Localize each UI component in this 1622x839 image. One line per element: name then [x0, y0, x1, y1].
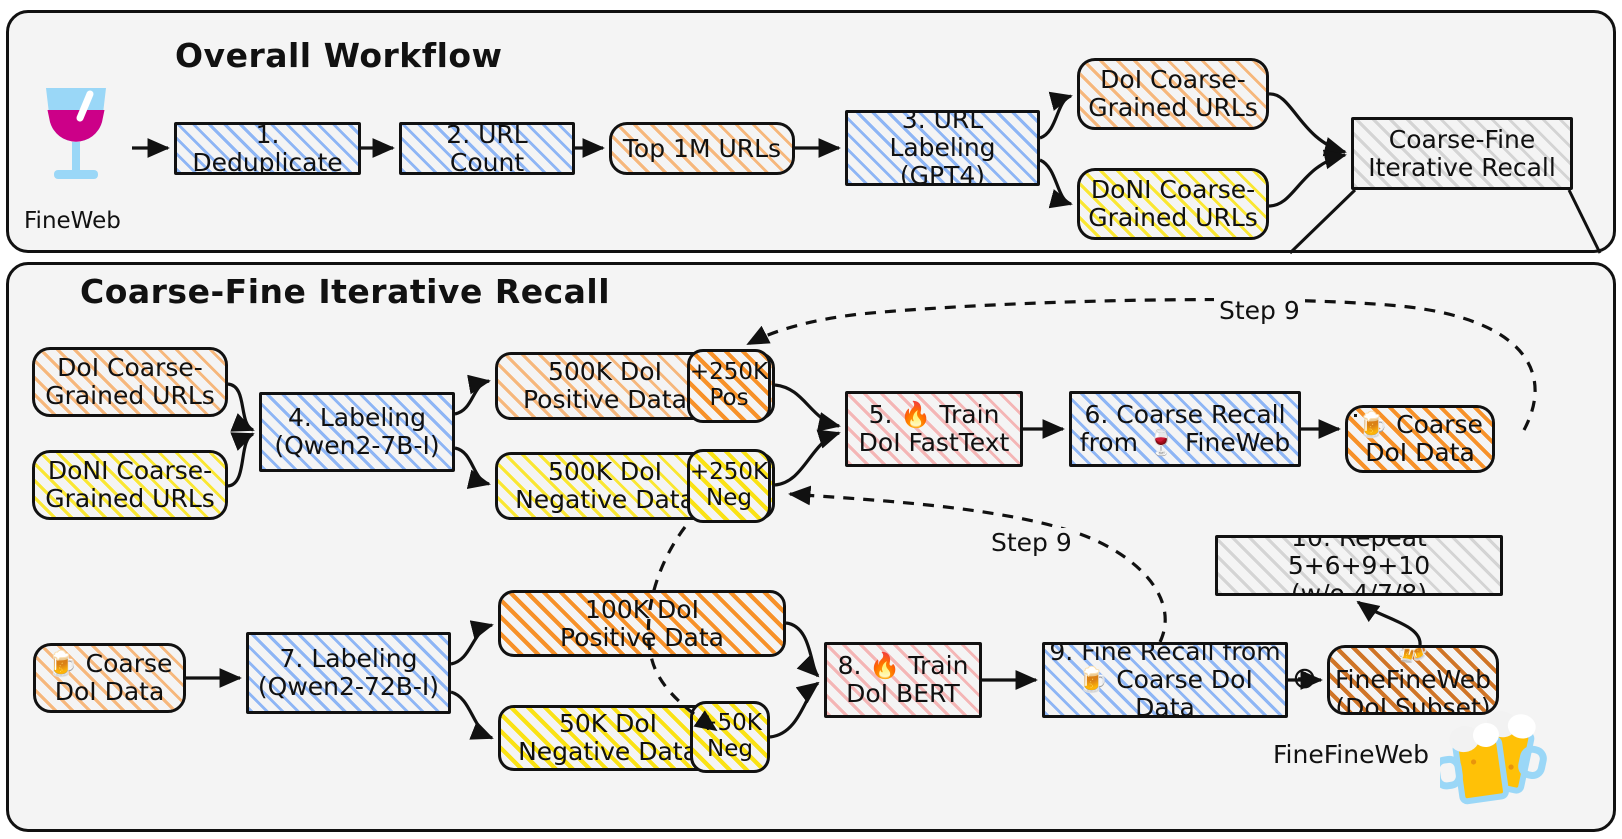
node-250k-pos[interactable]: +250K Pos [687, 349, 771, 423]
finefineweb-output-label: FineFineWeb [1273, 740, 1429, 769]
node-label: 6. Coarse Recall from 🍷 FineWeb [1079, 400, 1291, 457]
node-label: Top 1M URLs [622, 133, 782, 163]
node-label: DoI Coarse- Grained URLs [1088, 65, 1258, 122]
node-doi-coarse-urls-2[interactable]: DoI Coarse- Grained URLs [32, 347, 228, 417]
node-doi-coarse-urls[interactable]: DoI Coarse- Grained URLs [1077, 58, 1269, 130]
wine-glass-icon [34, 80, 118, 194]
node-label: 7. Labeling (Qwen2-72B-I) [257, 644, 440, 701]
node-label: 🍺 Coarse DoI Data [1357, 410, 1483, 467]
node-labeling-4[interactable]: 4. Labeling (Qwen2-7B-I) [259, 392, 455, 472]
node-labeling-7[interactable]: 7. Labeling (Qwen2-72B-I) [246, 632, 451, 714]
node-label: 50K DoI Negative Data [518, 709, 698, 766]
node-label: 10. Repeat 5+6+9+10 (w/o 4/7/8) [1287, 535, 1431, 596]
node-label: 9. Fine Recall from 🍺 Coarse DoI Data [1049, 642, 1281, 718]
node-50k-neg-add[interactable]: +50K Neg [690, 701, 770, 773]
node-label: 🍺 Coarse DoI Data [46, 649, 173, 706]
node-label: 2. URL Count [446, 122, 528, 175]
node-top-1m-urls[interactable]: Top 1M URLs [609, 122, 795, 175]
node-train-doi-fasttext[interactable]: 5. 🔥 Train DoI FastText [845, 391, 1023, 467]
node-250k-neg[interactable]: +250K Neg [687, 449, 771, 523]
node-100k-positive-data[interactable]: 100K DoI Positive Data [498, 590, 786, 657]
node-url-labeling[interactable]: 3. URL Labeling (GPT4) [845, 110, 1040, 186]
node-label: 5. 🔥 Train DoI FastText [858, 400, 1010, 457]
step-9-label-top: Step 9 [1214, 296, 1305, 325]
node-deduplicate[interactable]: 1. Deduplicate [174, 122, 361, 175]
node-coarse-doi-data-right[interactable]: 🍺 Coarse DoI Data [1345, 405, 1495, 473]
node-label: 4. Labeling (Qwen2-7B-I) [274, 403, 440, 460]
node-label: +250K Neg [689, 459, 769, 511]
node-label: DoNI Coarse- Grained URLs [1088, 175, 1258, 232]
merge-plus-icon: ⊕ [1292, 661, 1318, 696]
node-label: 3. URL Labeling (GPT4) [889, 110, 996, 186]
node-label: DoI Coarse- Grained URLs [45, 353, 215, 410]
node-coarse-fine-iterative-recall[interactable]: Coarse-Fine Iterative Recall [1351, 117, 1573, 190]
node-doni-coarse-urls-2[interactable]: DoNI Coarse- Grained URLs [32, 450, 228, 520]
node-label: +250K Pos [689, 359, 769, 411]
overall-workflow-title: Overall Workflow [175, 36, 503, 75]
node-coarse-doi-data-left[interactable]: 🍺 Coarse DoI Data [33, 643, 186, 713]
node-train-doi-bert[interactable]: 8. 🔥 Train DoI BERT [824, 642, 982, 718]
node-coarse-recall-6[interactable]: 6. Coarse Recall from 🍷 FineWeb [1069, 391, 1301, 467]
node-doni-coarse-urls[interactable]: DoNI Coarse- Grained URLs [1077, 168, 1269, 240]
node-label: 100K DoI Positive Data [559, 594, 724, 652]
node-label: 🍻 FineFineWeb (DoI Subset) [1335, 645, 1491, 715]
node-label: 500K DoI Positive Data [522, 357, 687, 414]
node-label: 8. 🔥 Train DoI BERT [837, 651, 969, 708]
node-label: DoNI Coarse- Grained URLs [45, 456, 215, 513]
fineweb-source-label: FineWeb [24, 208, 121, 234]
node-label: 1. Deduplicate [192, 122, 343, 175]
node-url-count[interactable]: 2. URL Count [399, 122, 575, 175]
step-9-label-mid: Step 9 [986, 528, 1077, 557]
node-fine-recall-9[interactable]: 9. Fine Recall from 🍺 Coarse DoI Data [1042, 642, 1288, 718]
beer-mugs-icon [1432, 700, 1560, 812]
node-finefineweb-subset[interactable]: 🍻 FineFineWeb (DoI Subset) [1327, 645, 1499, 715]
node-label: +50K Neg [698, 710, 762, 762]
node-label: Coarse-Fine Iterative Recall [1368, 124, 1556, 182]
coarse-fine-recall-title: Coarse-Fine Iterative Recall [80, 272, 611, 311]
node-repeat-10[interactable]: 10. Repeat 5+6+9+10 (w/o 4/7/8) [1215, 535, 1503, 596]
node-label: 500K DoI Negative Data [515, 457, 695, 514]
node-50k-negative-data[interactable]: 50K DoI Negative Data [498, 705, 718, 771]
